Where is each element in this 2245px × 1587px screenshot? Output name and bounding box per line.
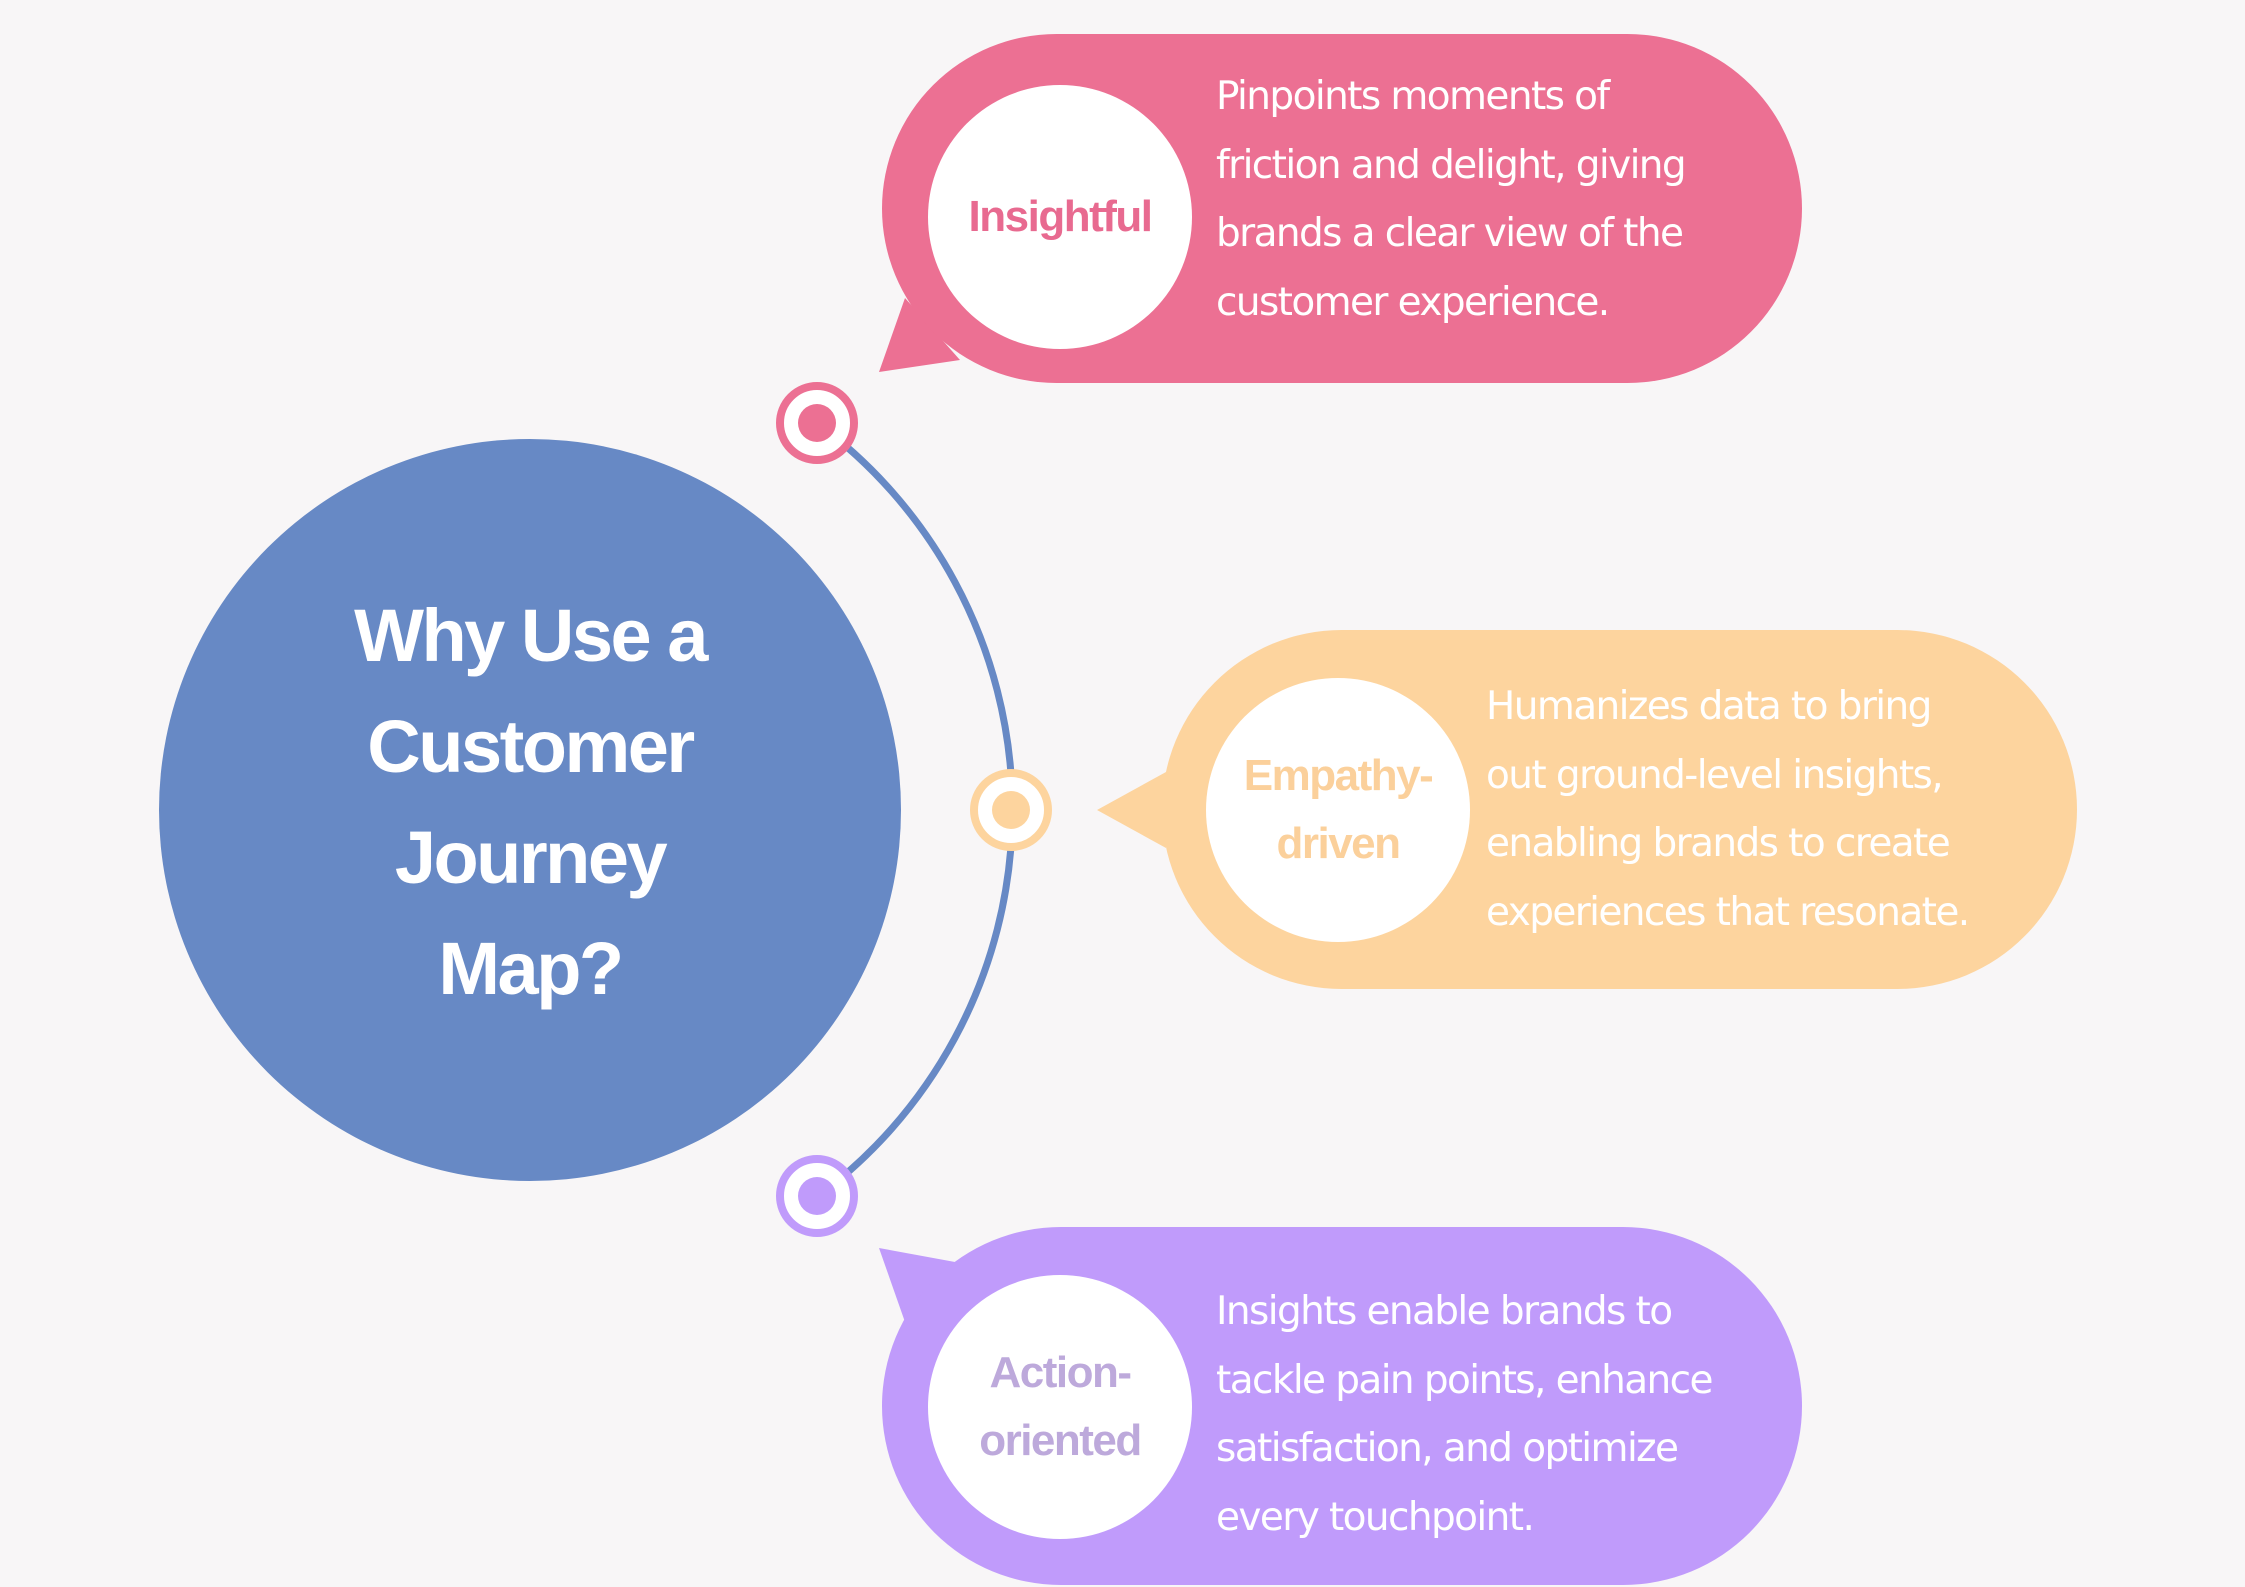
description-insightful: Pinpoints moments of friction and deligh…: [1216, 63, 1687, 337]
bubble-empathy-driven: [1097, 630, 2077, 989]
bubble-insightful: [879, 34, 1802, 383]
main-topic-circle: [159, 439, 901, 1181]
description-line: out ground-level insights,: [1486, 752, 1944, 798]
label-circle: [928, 85, 1192, 349]
node-action-oriented: [776, 1155, 858, 1237]
label-action-oriented: Action- oriented: [928, 1275, 1192, 1539]
label-line: Action-: [989, 1348, 1132, 1397]
description-line: customer experience.: [1216, 279, 1610, 325]
description-empathy-driven: Humanizes data to bring out ground-level…: [1486, 673, 1970, 947]
node-insightful: [776, 382, 858, 464]
title-line: Why Use a: [354, 594, 708, 677]
bubble-tail: [879, 298, 960, 372]
label-line: driven: [1276, 819, 1401, 868]
description-line: enabling brands to create: [1486, 821, 1951, 866]
label-circle: [1206, 678, 1470, 942]
node-empathy-driven: [970, 769, 1052, 851]
description-line: every touchpoint.: [1216, 1494, 1535, 1540]
label-empathy-driven: Empathy- driven: [1206, 678, 1470, 942]
bubble-tail: [1097, 772, 1166, 848]
title-line: Customer: [367, 705, 695, 788]
description-line: brands a clear view of the: [1216, 211, 1684, 256]
bubble-tail: [879, 1248, 955, 1322]
description-line: experiences that resonate.: [1486, 889, 1970, 935]
description-line: Humanizes data to bring: [1486, 684, 1932, 729]
label-circle: [928, 1275, 1192, 1539]
description-line: Pinpoints moments of: [1216, 74, 1610, 119]
description-line: friction and delight, giving: [1216, 142, 1687, 188]
node-dot: [798, 1177, 836, 1215]
label-line: Insightful: [968, 192, 1153, 241]
bubble-action-oriented: [879, 1227, 1802, 1585]
description-action-oriented: Insights enable brands to tackle pain po…: [1216, 1278, 1714, 1552]
label-line: Empathy-: [1243, 751, 1434, 800]
description-line: satisfaction, and optimize: [1216, 1426, 1679, 1471]
description-line: Insights enable brands to: [1216, 1289, 1673, 1334]
label-insightful: Insightful: [928, 85, 1192, 349]
label-line: oriented: [979, 1416, 1142, 1465]
node-dot: [992, 791, 1030, 829]
title-line: Journey: [394, 816, 668, 899]
title-line: Map?: [438, 927, 624, 1010]
main-title: Why Use a Customer Journey Map?: [159, 580, 901, 1024]
description-line: tackle pain points, enhance: [1216, 1357, 1714, 1403]
node-dot: [798, 404, 836, 442]
